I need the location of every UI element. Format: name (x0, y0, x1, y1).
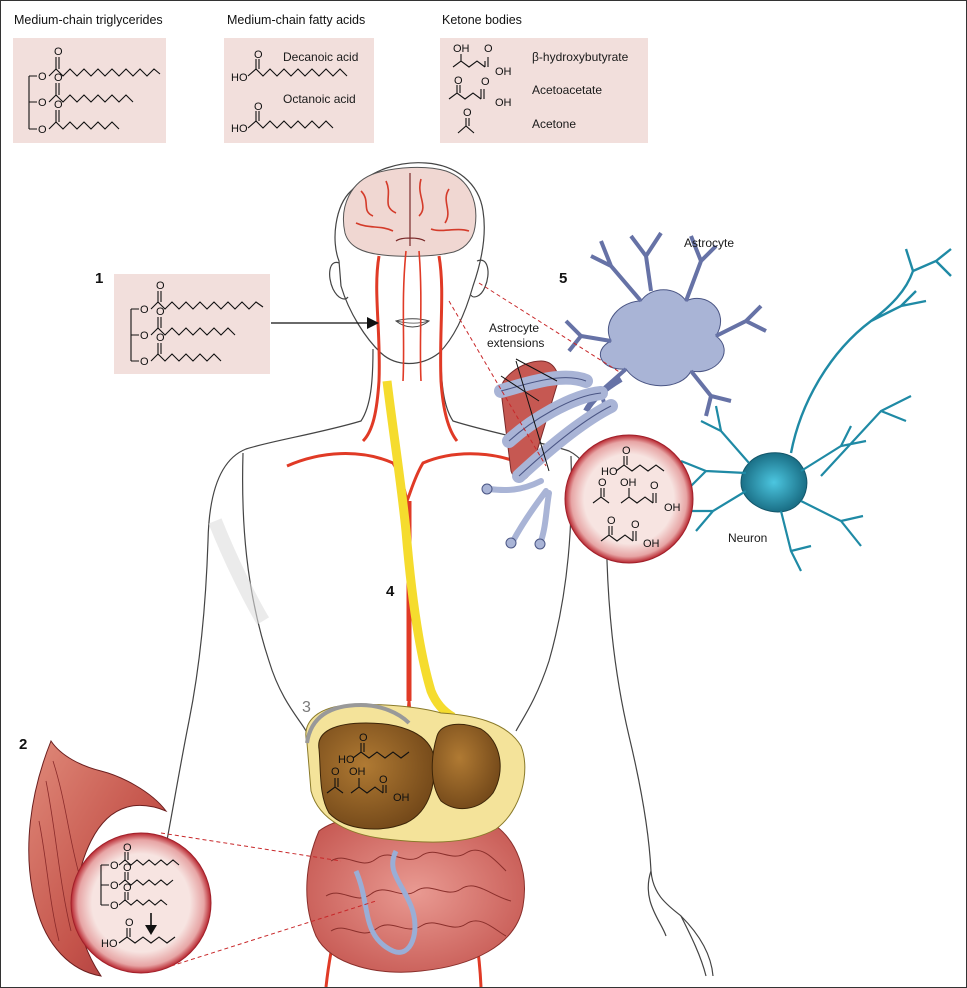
svg-text:HO: HO (338, 754, 355, 766)
acetone-label: Acetone (532, 117, 576, 131)
svg-text:O: O (156, 332, 165, 344)
decanoic-acid-label: Decanoic acid (283, 50, 358, 64)
svg-text:O: O (481, 76, 490, 88)
svg-text:O: O (38, 71, 47, 83)
step-1-number: 1 (95, 270, 103, 287)
svg-text:O: O (140, 330, 149, 342)
bhb-label: β-hydroxybutyrate (532, 50, 629, 64)
step-3-number: 3 (302, 699, 311, 716)
esophagus (382, 380, 456, 721)
step-5-number: 5 (559, 270, 567, 287)
mct-box-bg (13, 38, 166, 143)
svg-text:O: O (54, 46, 63, 58)
svg-text:OH: OH (349, 766, 366, 778)
svg-text:O: O (156, 306, 165, 318)
mct-title: Medium-chain triglycerides (14, 13, 163, 27)
svg-text:O: O (631, 519, 640, 531)
svg-text:O: O (650, 480, 659, 492)
svg-text:OH: OH (453, 43, 470, 55)
liver-chemistry: HO O O OH O OH (326, 732, 410, 804)
astro-ext-pointer (500, 375, 540, 402)
intestines (306, 811, 525, 973)
svg-text:HO: HO (101, 938, 118, 950)
svg-text:OH: OH (495, 97, 512, 109)
svg-text:O: O (598, 477, 607, 489)
mct-info-box: Medium-chain triglycerides O O O O O O (13, 13, 166, 143)
svg-text:O: O (125, 917, 134, 929)
svg-text:O: O (454, 75, 463, 87)
svg-text:O: O (331, 766, 340, 778)
astrocyte-label: Astrocyte (684, 236, 734, 250)
svg-text:O: O (123, 862, 132, 874)
svg-text:O: O (156, 280, 165, 292)
svg-text:OH: OH (620, 477, 637, 489)
neuron-label: Neuron (728, 531, 767, 545)
svg-text:O: O (54, 99, 63, 111)
svg-text:O: O (110, 880, 119, 892)
step-4-number: 4 (386, 583, 395, 600)
mcfa-box-bg (224, 38, 374, 143)
svg-text:O: O (140, 356, 149, 368)
ketone-info-box: Ketone bodies β-hydroxybutyrate Acetoace… (440, 13, 648, 143)
decanoic-acid-structure: HO O (231, 49, 348, 84)
brain-zoom-connector (448, 282, 622, 467)
step-1-arrowhead (367, 317, 379, 329)
mct-structure: O O O O O O (28, 46, 161, 136)
octanoic-acid-label: Octanoic acid (283, 92, 356, 106)
svg-text:O: O (123, 882, 132, 894)
step-1-mct-intake: 1 O O O O O O (95, 270, 379, 374)
mcfa-title: Medium-chain fatty acids (227, 13, 365, 27)
svg-text:O: O (254, 101, 263, 113)
svg-text:OH: OH (643, 538, 660, 550)
svg-text:HO: HO (231, 123, 248, 135)
svg-text:OH: OH (393, 792, 410, 804)
astrocyte (564, 231, 767, 417)
svg-text:O: O (123, 842, 132, 854)
brain (343, 166, 477, 257)
astrocyte-ext-label-1: Astrocyte (489, 321, 539, 335)
svg-text:HO: HO (601, 466, 618, 478)
svg-text:O: O (54, 72, 63, 84)
acac-structure: O O OH (448, 75, 512, 109)
ketone-box-bg (440, 38, 648, 143)
svg-text:O: O (359, 732, 368, 744)
svg-text:O: O (622, 445, 631, 457)
svg-text:O: O (110, 860, 119, 872)
liver: HO O O OH O OH (305, 702, 526, 843)
mcfa-info-box: Medium-chain fatty acids Decanoic acid O… (224, 13, 374, 143)
svg-text:OH: OH (664, 502, 681, 514)
step-1-box-bg (114, 274, 270, 374)
astro-ext-pointer-2 (515, 358, 558, 472)
svg-text:O: O (38, 124, 47, 136)
astrocyte-endfeet (481, 360, 618, 550)
ketone-title: Ketone bodies (442, 13, 522, 27)
astrocyte-ext-label-2: extensions (487, 336, 544, 350)
neuron (680, 248, 952, 572)
svg-text:O: O (110, 900, 119, 912)
svg-text:O: O (607, 515, 616, 527)
svg-text:O: O (379, 774, 388, 786)
octanoic-acid-structure: HO O (231, 101, 334, 135)
svg-text:O: O (38, 97, 47, 109)
bhb-structure: OH O OH (452, 43, 512, 78)
svg-text:OH: OH (495, 66, 512, 78)
svg-text:O: O (463, 107, 472, 119)
acetoacetate-label: Acetoacetate (532, 83, 602, 97)
step-2-number: 2 (19, 736, 27, 753)
muscle-mct-zoom: O O O O O O HO O (70, 832, 212, 974)
svg-text:O: O (484, 43, 493, 55)
svg-text:O: O (254, 49, 263, 61)
svg-text:HO: HO (231, 72, 248, 84)
acetone-structure: O (457, 107, 475, 134)
svg-text:O: O (140, 304, 149, 316)
muscle-zoom-connector (160, 832, 377, 967)
brain-ketone-zoom: HO O O OH O OH O O OH (564, 434, 694, 564)
